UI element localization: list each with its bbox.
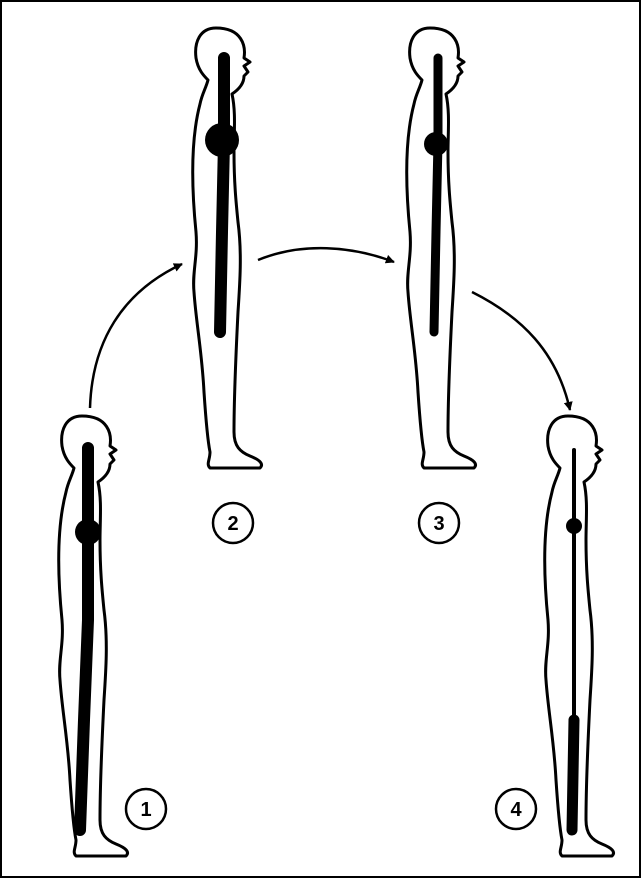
arrow-1-to-2 [90, 264, 182, 408]
label-badge-3: 3 [419, 503, 459, 543]
label-badge-2: 2 [213, 503, 253, 543]
figure-3 [407, 28, 476, 468]
label-2: 2 [227, 513, 238, 535]
center-of-mass-4 [566, 518, 582, 534]
label-3: 3 [433, 513, 444, 535]
figure-4 [545, 416, 614, 856]
figure-1 [59, 416, 128, 856]
center-of-mass-1 [75, 519, 101, 545]
label-badge-1: 1 [126, 789, 166, 829]
center-of-mass-2 [205, 123, 239, 157]
label-4: 4 [510, 799, 522, 821]
figure-2 [193, 28, 262, 468]
label-badge-4: 4 [496, 789, 536, 829]
arrow-3-to-4 [472, 292, 570, 410]
spine-line-2 [220, 58, 224, 332]
leg-line-4 [572, 720, 574, 830]
center-of-mass-3 [424, 132, 448, 156]
spine-line-3 [434, 58, 438, 332]
label-1: 1 [140, 799, 151, 821]
arrow-2-to-3 [258, 248, 394, 262]
